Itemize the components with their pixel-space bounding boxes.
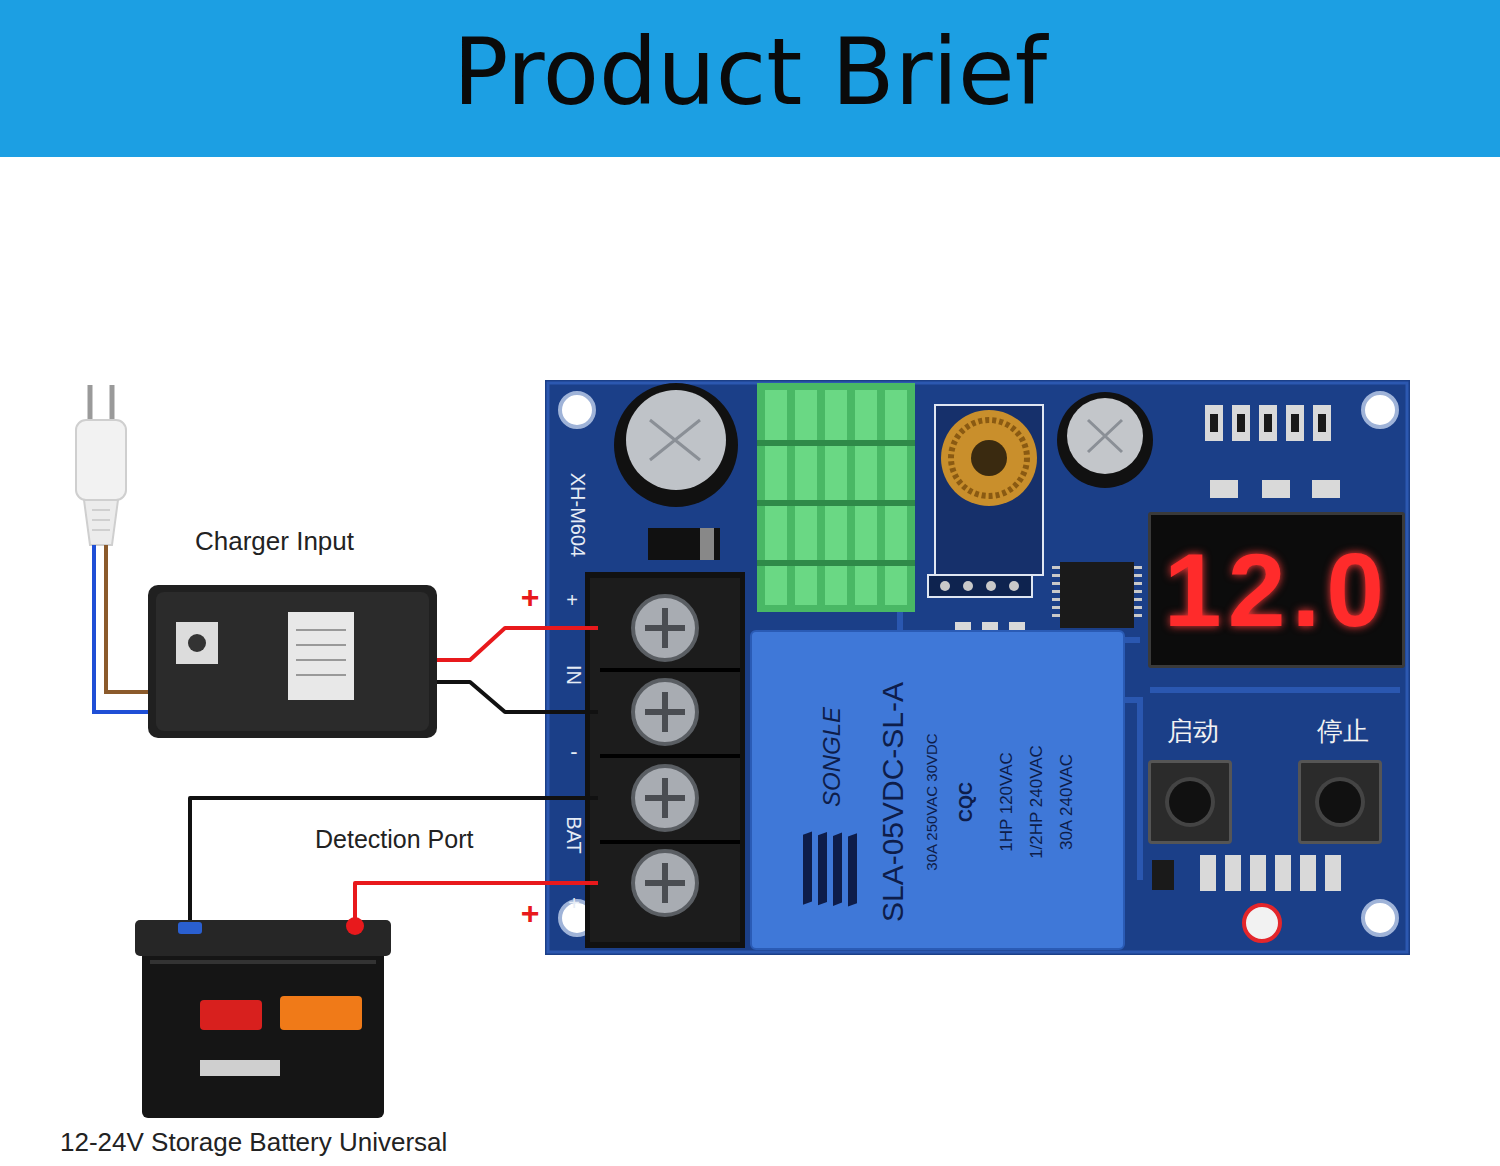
- charger-box: Charger Input: [148, 585, 437, 738]
- title-text: Product Brief: [0, 18, 1500, 128]
- terminal-block: INBAT: [598, 575, 745, 945]
- push-button: 停止: [1298, 760, 1382, 844]
- polarity-mark: +: [521, 896, 540, 931]
- node-text: 12-24V Storage Battery Universal: [60, 1128, 447, 1157]
- node-text: 1HP 120VAC: [998, 752, 1017, 852]
- button-cap: [1319, 781, 1361, 823]
- polarity-mark: +: [568, 892, 580, 914]
- led-display: 12.0: [1148, 512, 1405, 668]
- node-text: 1/2HP 240VAC: [1028, 745, 1047, 859]
- polarity-mark: -: [570, 740, 577, 764]
- node-text: Charger Input: [195, 527, 354, 556]
- node-text: 启动: [1167, 717, 1219, 746]
- battery-body: [135, 917, 391, 1118]
- display-digits: 12.0: [1164, 533, 1390, 647]
- mains-plug: [76, 385, 150, 712]
- node-text: SONGLE: [819, 707, 845, 807]
- node-text: SLA-05VDC-SL-A: [876, 682, 909, 922]
- push-button: 启动: [1148, 760, 1232, 844]
- pcb-board: [545, 380, 1410, 955]
- node-text: 停止: [1317, 717, 1369, 746]
- wire: [437, 682, 598, 712]
- node-text: IN: [563, 665, 585, 685]
- charger-body: [148, 585, 437, 738]
- node-text: BAT: [563, 816, 585, 853]
- relay-box: SONGLE SLA-05VDC-SL-A 30A 250VAC 30VDC CQC 1…: [750, 630, 1125, 950]
- polarity-mark: +: [521, 580, 540, 615]
- button-cap: [1169, 781, 1211, 823]
- port-label: Detection Port: [315, 826, 473, 854]
- node-text: XH-M604: [567, 473, 589, 557]
- polarity-mark: +: [566, 589, 578, 611]
- node-text: 30A 250VAC 30VDC: [924, 733, 941, 870]
- wire: [355, 883, 598, 920]
- relay-logo: [797, 827, 867, 927]
- node-text: CQC: [957, 782, 977, 822]
- wire: [437, 628, 598, 660]
- title-band: Product Brief: [0, 0, 1500, 157]
- node-text: 30A 240VAC: [1058, 754, 1077, 850]
- pcb-board: XH-M604INBAT12.0SONGLESLA-05VDC-SL-A30A …: [545, 380, 1410, 955]
- battery-box: 12-24V Storage Battery Universal: [135, 920, 391, 1120]
